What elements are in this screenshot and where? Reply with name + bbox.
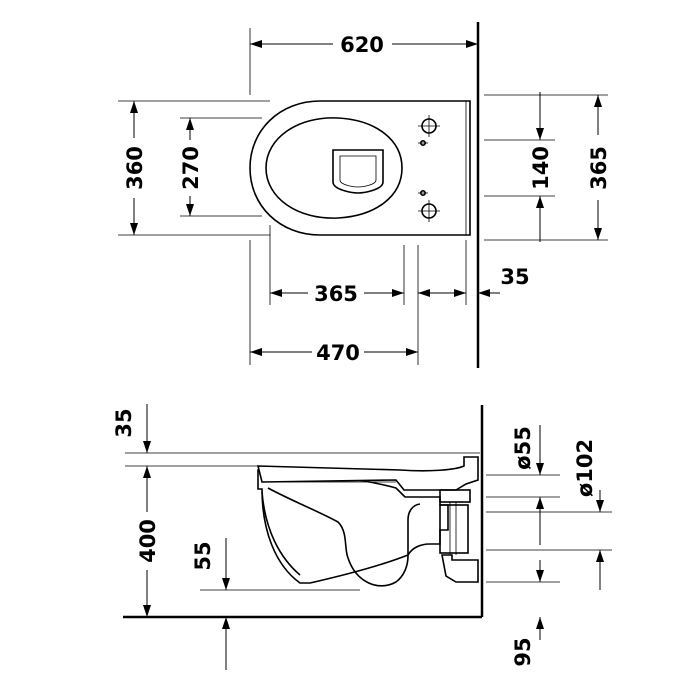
dim-fixing-spacing: 140 — [529, 146, 553, 190]
side-seat-top — [256, 456, 479, 491]
dim-inlet-diameter: ø55 — [511, 426, 535, 470]
dim-outlet-height: 95 — [511, 637, 535, 666]
side-bowl-profile — [267, 487, 421, 587]
dim-overall-length: 620 — [340, 33, 384, 57]
fixing-hole-lower — [418, 190, 440, 222]
dim-outlet-diameter: ø102 — [573, 439, 597, 497]
top-toilet-outline — [249, 100, 471, 236]
top-outlet-opening — [332, 149, 384, 194]
dim-depth-to-outlet: 365 — [314, 282, 358, 306]
side-outlet-foot — [441, 554, 479, 583]
dim-wall-width: 365 — [587, 146, 611, 190]
side-toilet-body — [257, 469, 449, 584]
top-view: 620 360 270 140 365 365 — [118, 22, 611, 368]
side-outlet-pipe — [439, 504, 469, 554]
top-bowl-rim — [265, 117, 403, 219]
side-view: 35 400 55 ø55 ø102 95 — [112, 404, 612, 670]
dim-bowl-width: 270 — [179, 146, 203, 190]
dim-height: 400 — [136, 519, 160, 563]
side-bowl-inner — [261, 491, 301, 576]
dim-bowl-depth: 55 — [191, 541, 215, 570]
side-inlet-connector — [439, 489, 471, 503]
dim-depth-to-fixing: 470 — [316, 341, 360, 365]
top-outlet-inner — [339, 155, 377, 188]
dim-wall-gap: 35 — [500, 265, 529, 289]
fixing-hole-upper — [418, 115, 440, 147]
dim-top-offset: 35 — [112, 408, 136, 437]
dim-overall-width: 360 — [123, 146, 147, 190]
